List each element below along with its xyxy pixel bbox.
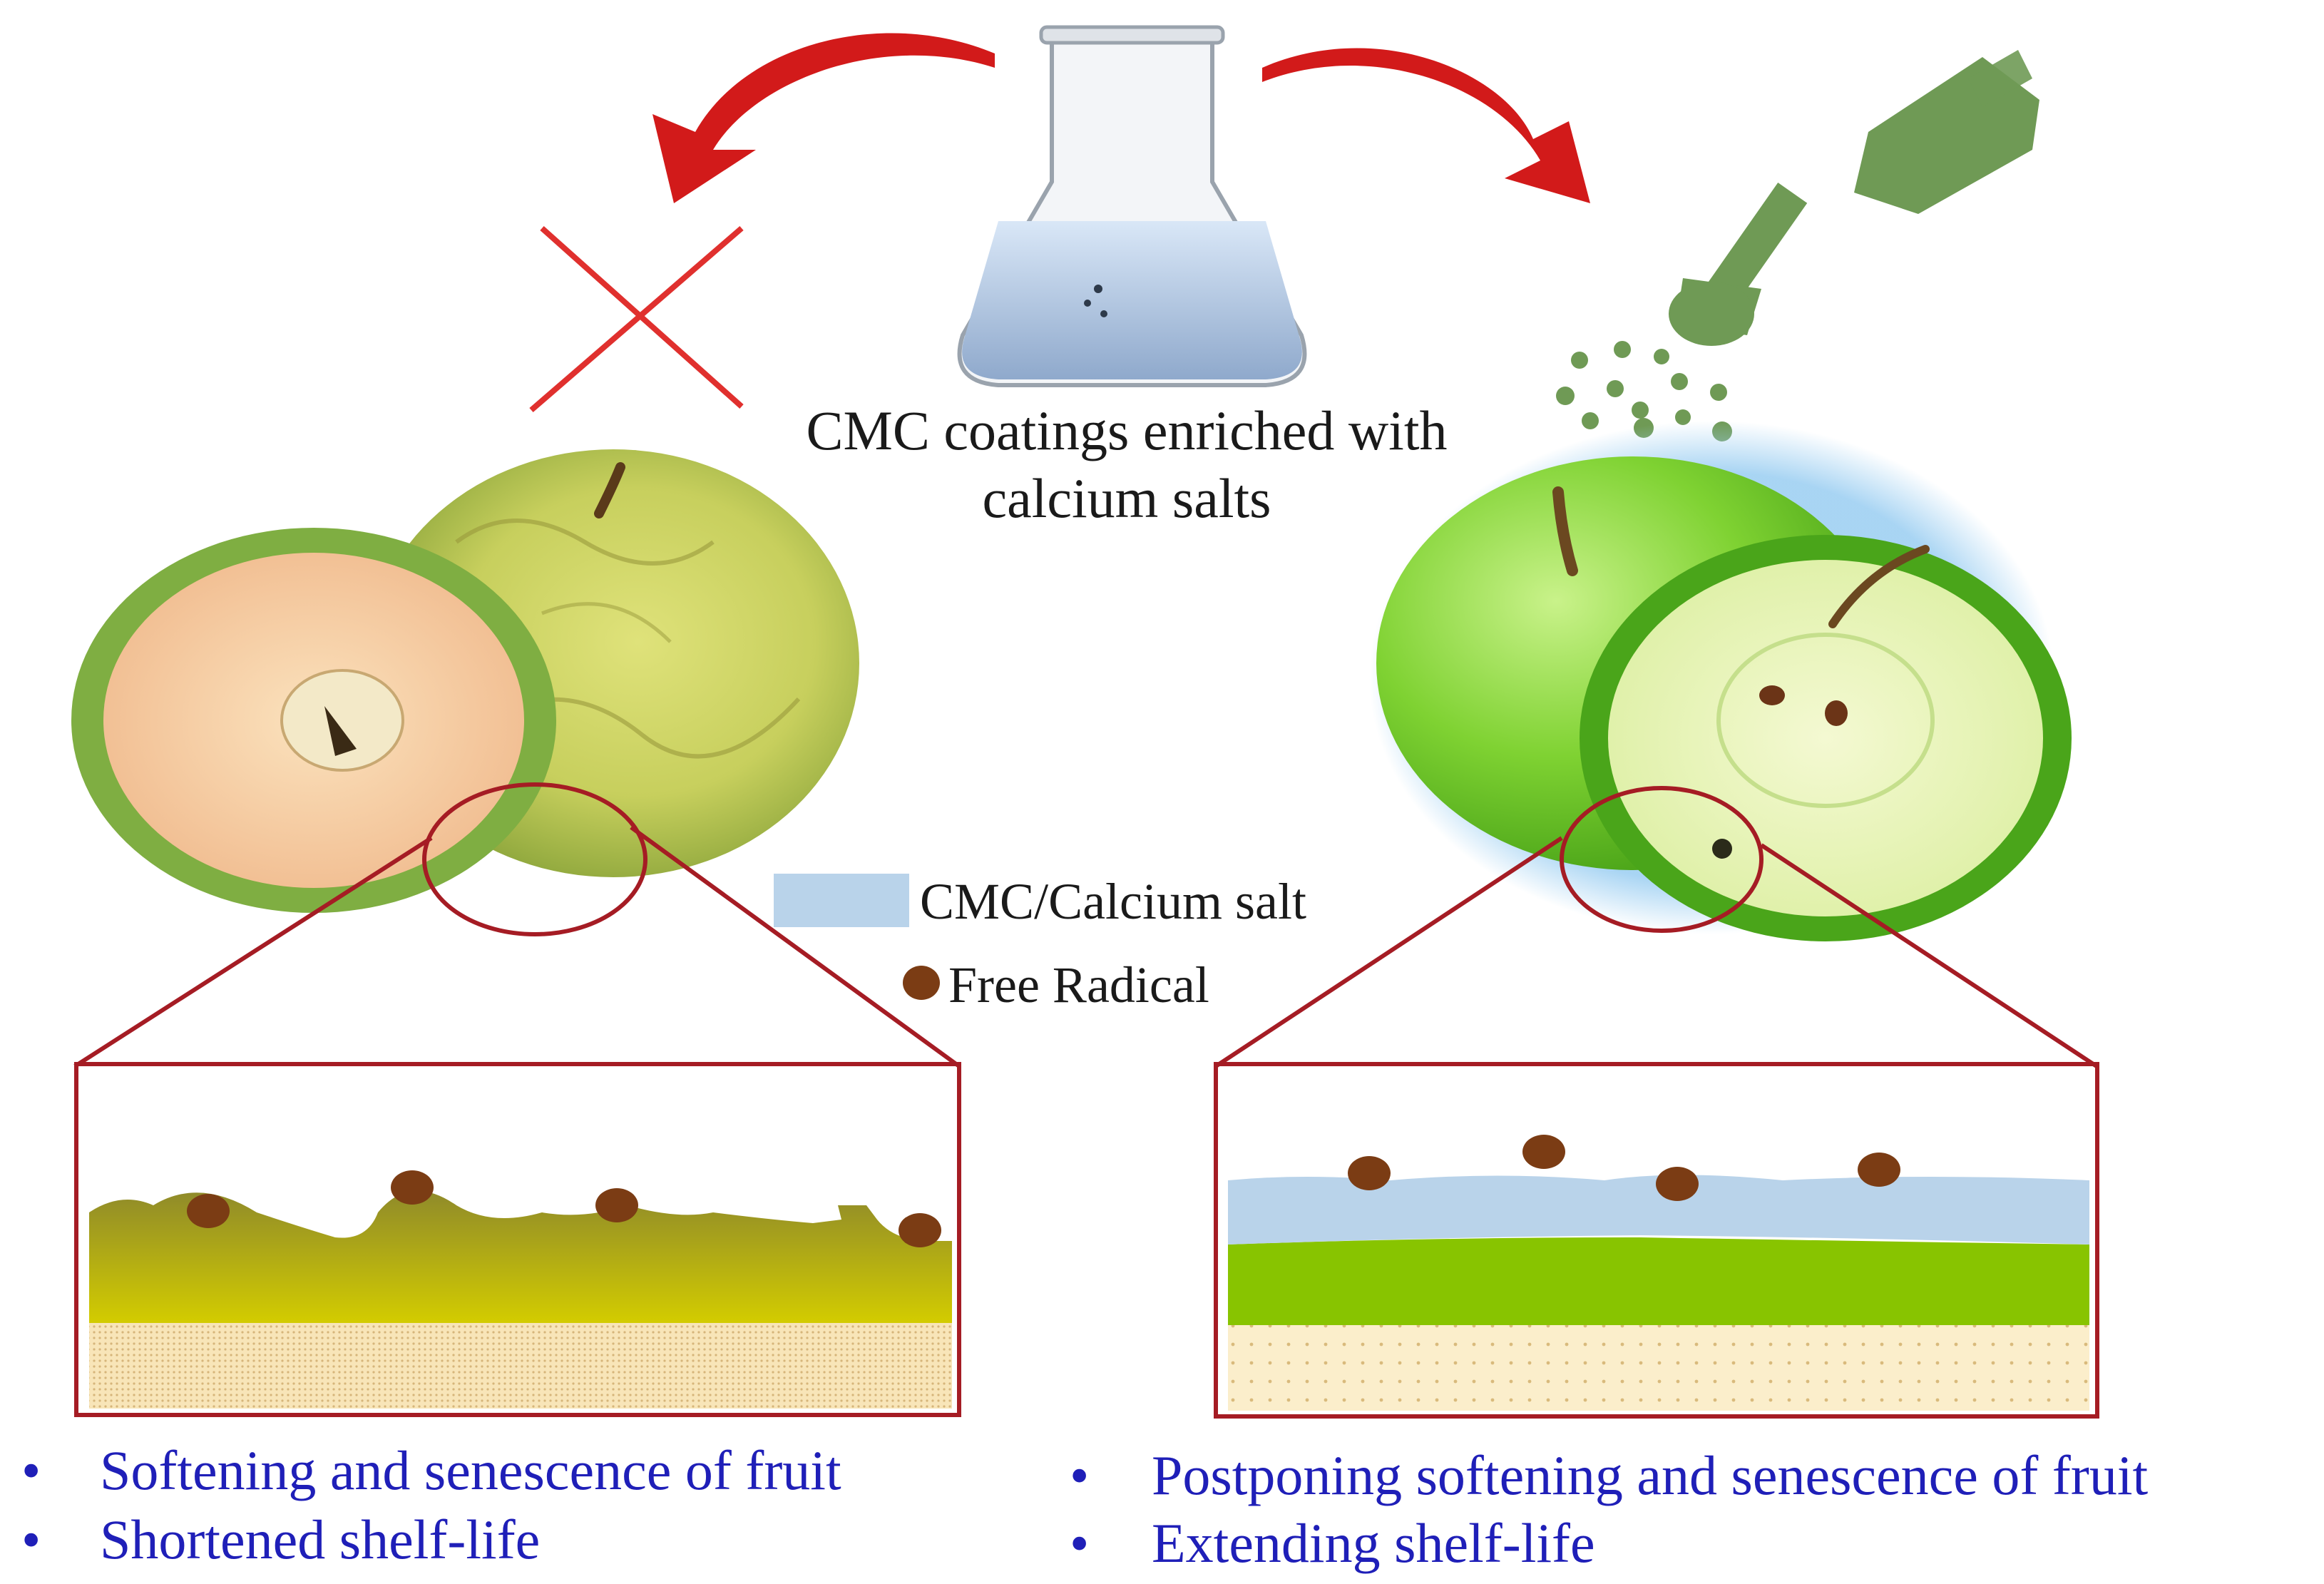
free-radical [1656, 1167, 1699, 1201]
bullet-symbol: • [21, 1439, 41, 1501]
free-radical [391, 1170, 434, 1205]
right-zoom-callout [1214, 786, 2098, 1068]
right-outcome-2: Extending shelf-life [1152, 1512, 1595, 1574]
free-radical [1522, 1135, 1565, 1169]
left-cross-section [74, 1062, 961, 1417]
curved-arrow-left-icon [652, 33, 995, 203]
right-outcome-list: • Postponing softening and senescence of… [1070, 1444, 2149, 1574]
left-outcome-1: Softening and senescence of fruit [100, 1439, 841, 1501]
legend-radical-label: Free Radical [948, 956, 1209, 1013]
bullet-symbol: • [1070, 1444, 1089, 1506]
left-outcome-2: Shortened shelf-life [100, 1508, 540, 1570]
left-outcome-list: • Softening and senescence of fruit • Sh… [21, 1439, 841, 1570]
title-line-2: calcium salts [982, 467, 1271, 529]
cross-icon [529, 225, 744, 413]
fresh-apple-image [1369, 421, 2072, 941]
free-radical [1858, 1153, 1900, 1187]
sprayer-hand-icon [1556, 50, 2039, 441]
flask-icon [957, 25, 1307, 387]
legend-coating-swatch [774, 874, 909, 927]
bullet-symbol: • [21, 1508, 41, 1570]
free-radical [899, 1213, 941, 1247]
right-outcome-1: Postponing softening and senescence of f… [1152, 1444, 2149, 1506]
free-radical [595, 1188, 638, 1222]
curved-arrow-right-icon [1262, 48, 1590, 204]
legend-radical-dot [903, 966, 940, 1000]
free-radical [187, 1194, 230, 1228]
free-radical [1348, 1156, 1391, 1190]
old-apple-image [71, 449, 859, 913]
legend-coating-label: CMC/Calcium salt [920, 873, 1306, 930]
right-cross-section [1214, 1062, 2099, 1419]
bullet-symbol: • [1070, 1512, 1089, 1574]
title-line-1: CMC coatings enriched with [806, 399, 1447, 461]
left-zoom-callout [73, 782, 961, 1068]
